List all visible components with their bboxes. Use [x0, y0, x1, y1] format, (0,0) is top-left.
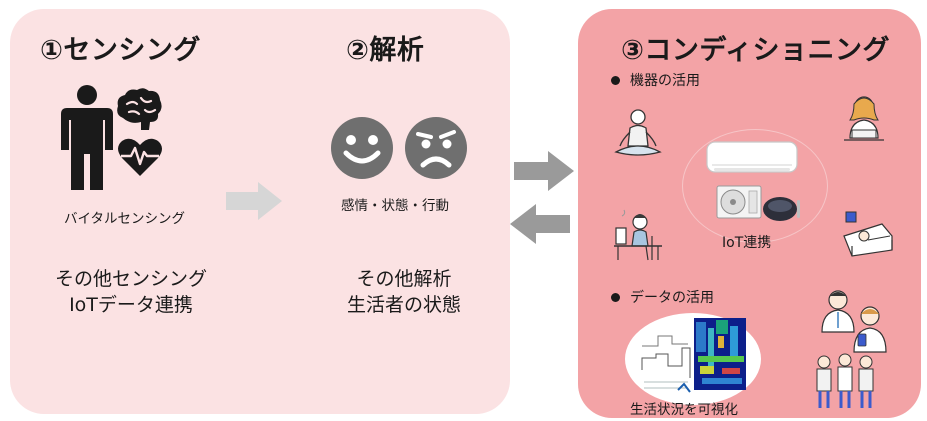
heart-pulse-icon	[118, 138, 162, 176]
family-icon	[816, 353, 874, 408]
arrow-right-dark	[514, 151, 574, 191]
analysis-other-text: その他解析 生活者の状態	[326, 266, 482, 318]
bullet-dot-2	[611, 293, 620, 302]
life-chart-graphic	[641, 318, 746, 393]
sensing-other-line2: IoTデータ連携	[69, 294, 193, 316]
device-ellipse	[682, 129, 828, 243]
data-usage-label: データの活用	[630, 290, 714, 306]
bullet-dot-1	[611, 76, 620, 85]
visualize-life-label: 生活状況を可視化	[630, 402, 738, 418]
meditation-person-icon	[614, 109, 662, 156]
iot-link-label: IoT連携	[722, 235, 772, 251]
sleeping-person-icon	[843, 211, 893, 257]
vital-sensing-caption: バイタルセンシング	[64, 211, 185, 227]
analysis-other-line2: 生活者の状態	[346, 294, 461, 316]
arrow-left-dark	[510, 204, 570, 244]
sensing-title: ①センシング	[40, 35, 201, 66]
brain-icon	[117, 88, 162, 130]
phone-user-icon	[853, 306, 887, 353]
sensing-other-line1: その他センシング	[54, 268, 207, 290]
outdoor-unit-icon	[716, 185, 762, 219]
sensing-other-text: その他センシング IoTデータ連携	[53, 266, 209, 318]
arrow-right-light	[226, 182, 282, 220]
reading-person-icon	[844, 96, 884, 141]
desk-worker-icon	[614, 209, 662, 261]
person-icon	[61, 85, 113, 190]
angry-face-icon	[405, 117, 467, 179]
emotion-state-caption: 感情・状態・行動	[341, 198, 449, 214]
air-conditioner-icon	[706, 141, 798, 173]
smile-face-icon	[331, 117, 393, 179]
sensor-device-icon	[763, 197, 800, 221]
device-usage-label: 機器の活用	[630, 73, 700, 89]
analysis-title: ②解析	[346, 35, 425, 66]
doctor-icon	[821, 290, 855, 333]
analysis-other-line1: その他解析	[356, 268, 452, 290]
conditioning-title: ③コンディショニング	[621, 35, 890, 66]
